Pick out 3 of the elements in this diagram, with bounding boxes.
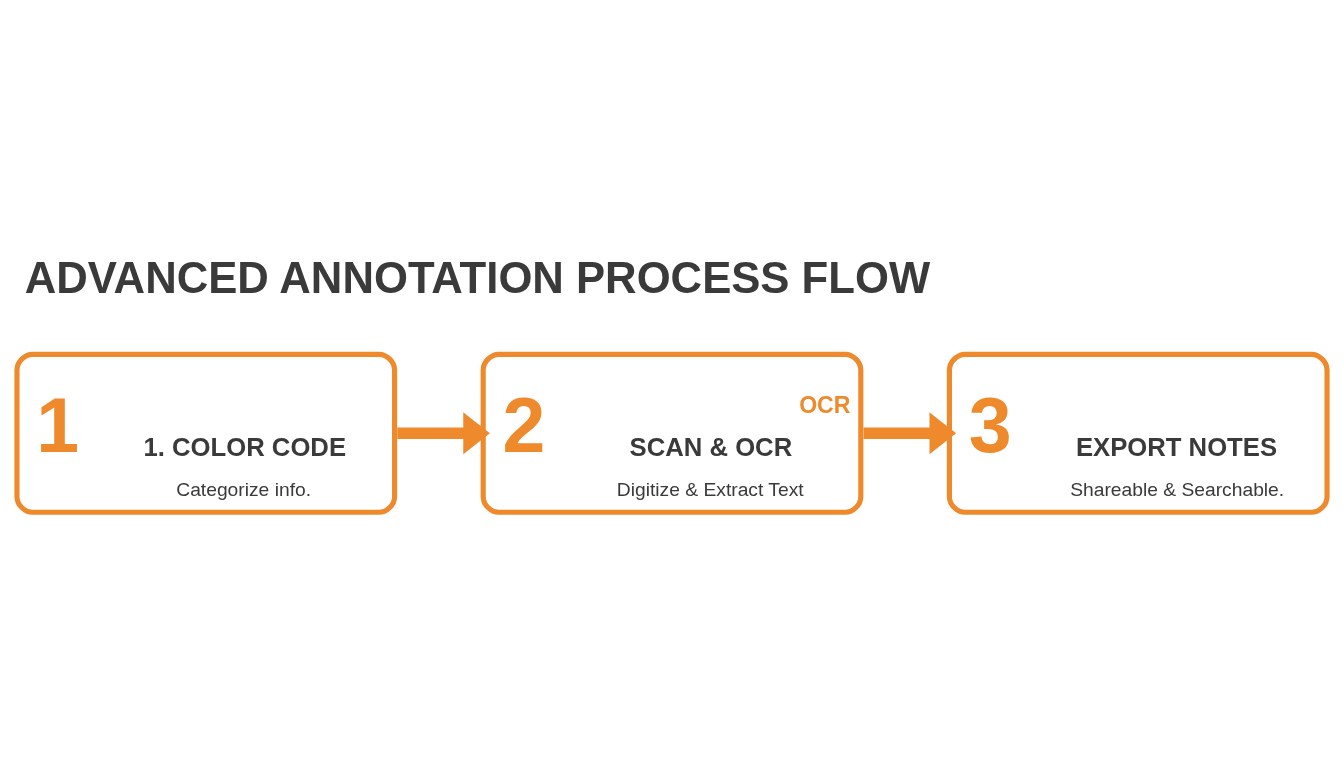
arrow [397,411,490,454]
diagram-title: ADVANCED ANNOTATION PROCESS FLOW [24,252,931,302]
arrow [863,411,957,454]
